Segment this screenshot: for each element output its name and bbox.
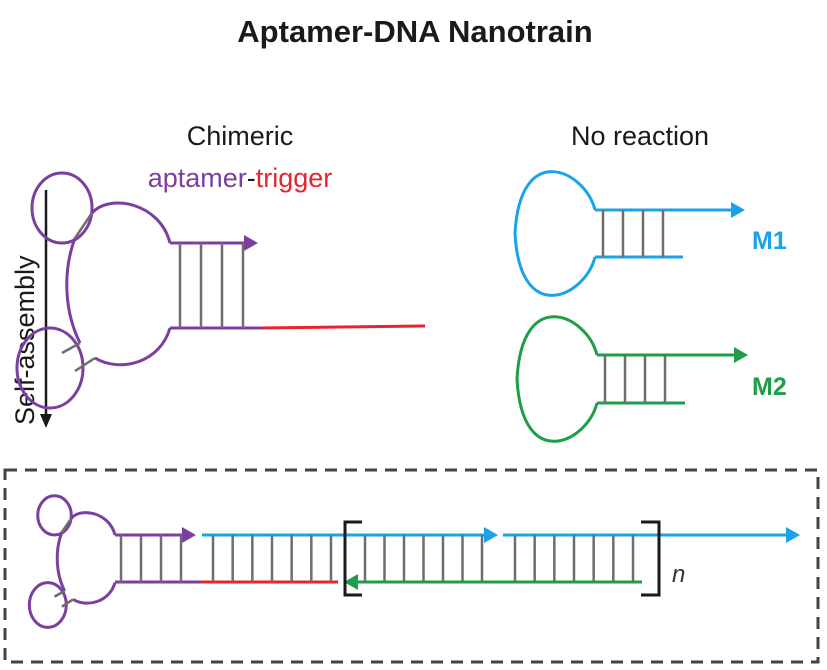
product-dashed-box xyxy=(3,468,820,664)
aptamer-bottom-lobe xyxy=(15,326,85,410)
trigger-strand xyxy=(261,324,426,330)
repeat-count-label: n xyxy=(672,561,685,588)
m2-loop xyxy=(515,315,599,443)
nanotrain-chain xyxy=(202,527,800,590)
chimeric-heading: Chimeric xyxy=(187,121,294,151)
repeat-bracket-left xyxy=(343,520,362,597)
repeat-bracket-right xyxy=(641,520,661,597)
m1-arrowhead xyxy=(731,202,745,218)
trigger-word: trigger xyxy=(256,163,333,193)
m2-hairpin xyxy=(515,315,748,443)
m2-arrowhead xyxy=(734,347,748,363)
nanotrain-aptamer-head xyxy=(27,494,202,629)
m1-arrowhead-2 xyxy=(786,527,800,543)
m2-arrowhead xyxy=(344,574,358,590)
no-reaction-heading: No reaction xyxy=(571,121,709,151)
aptamer-lobe-pair xyxy=(74,356,96,373)
aptamer-arrowhead xyxy=(182,527,196,543)
m1-loop xyxy=(513,170,597,297)
m1-arrowhead-1 xyxy=(484,527,498,543)
aptamer-lobe-pair xyxy=(61,341,81,355)
aptamer-top-lobe xyxy=(30,171,94,245)
diagram-title: Aptamer-DNA Nanotrain xyxy=(237,14,592,49)
aptamer-lobe-pair xyxy=(53,589,66,598)
aptamer-arrowhead xyxy=(244,235,258,251)
aptamer-bottom-lobe xyxy=(27,581,68,629)
aptamer-trigger-heading: aptamer-trigger xyxy=(148,163,333,193)
m1-hairpin xyxy=(513,170,745,297)
aptamer-lobe-pair xyxy=(73,212,94,239)
aptamer-central-loop xyxy=(65,201,172,367)
m1-label: M1 xyxy=(752,227,787,255)
aptamer-top-lobe xyxy=(36,494,73,537)
hyphen: - xyxy=(247,163,256,193)
aptamer-lobe-pair xyxy=(60,517,73,533)
aptamer-word: aptamer xyxy=(148,163,247,193)
aptamer-central-loop xyxy=(55,511,117,605)
m2-label: M2 xyxy=(752,373,787,401)
aptamer-lobe-pair xyxy=(61,598,74,608)
chimeric-aptamer-trigger xyxy=(15,171,426,410)
self-assembly-arrow xyxy=(40,190,52,428)
